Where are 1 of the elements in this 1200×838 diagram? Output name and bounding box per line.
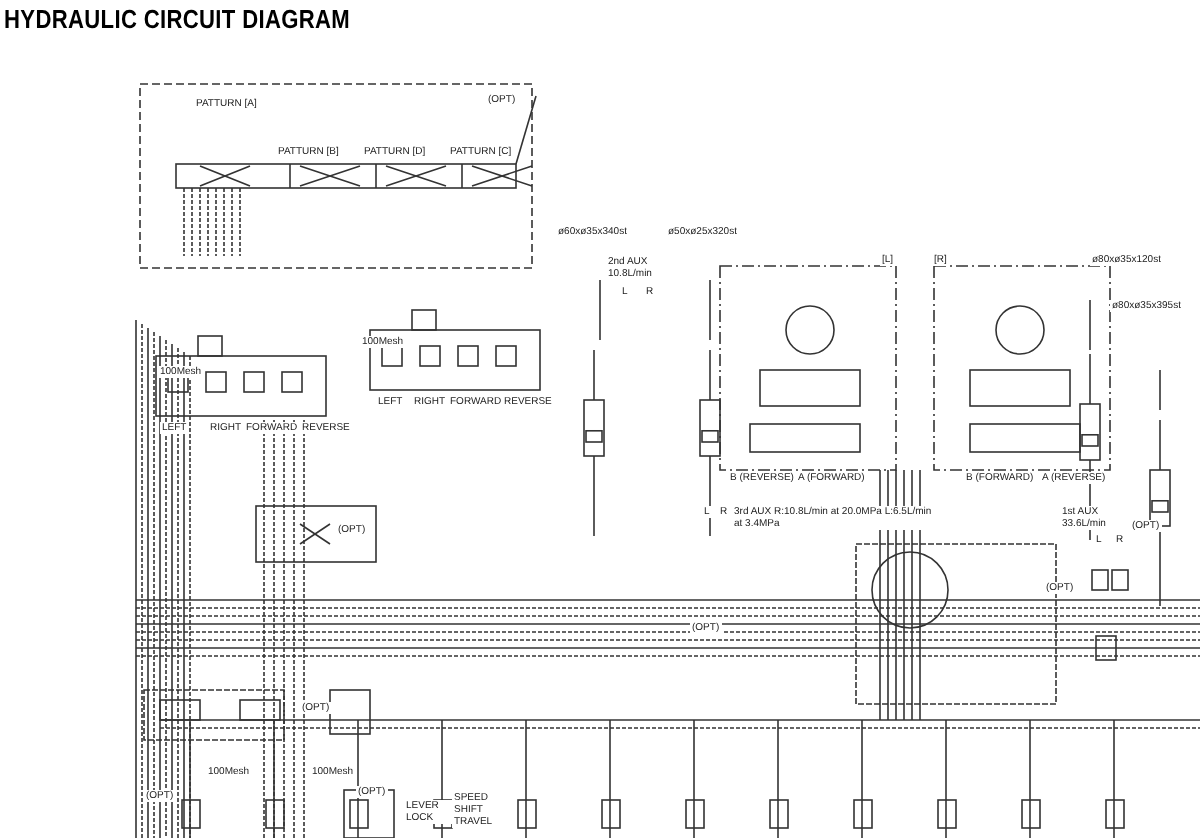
diagram-title: HYDRAULIC CIRCUIT DIAGRAM xyxy=(4,4,351,34)
